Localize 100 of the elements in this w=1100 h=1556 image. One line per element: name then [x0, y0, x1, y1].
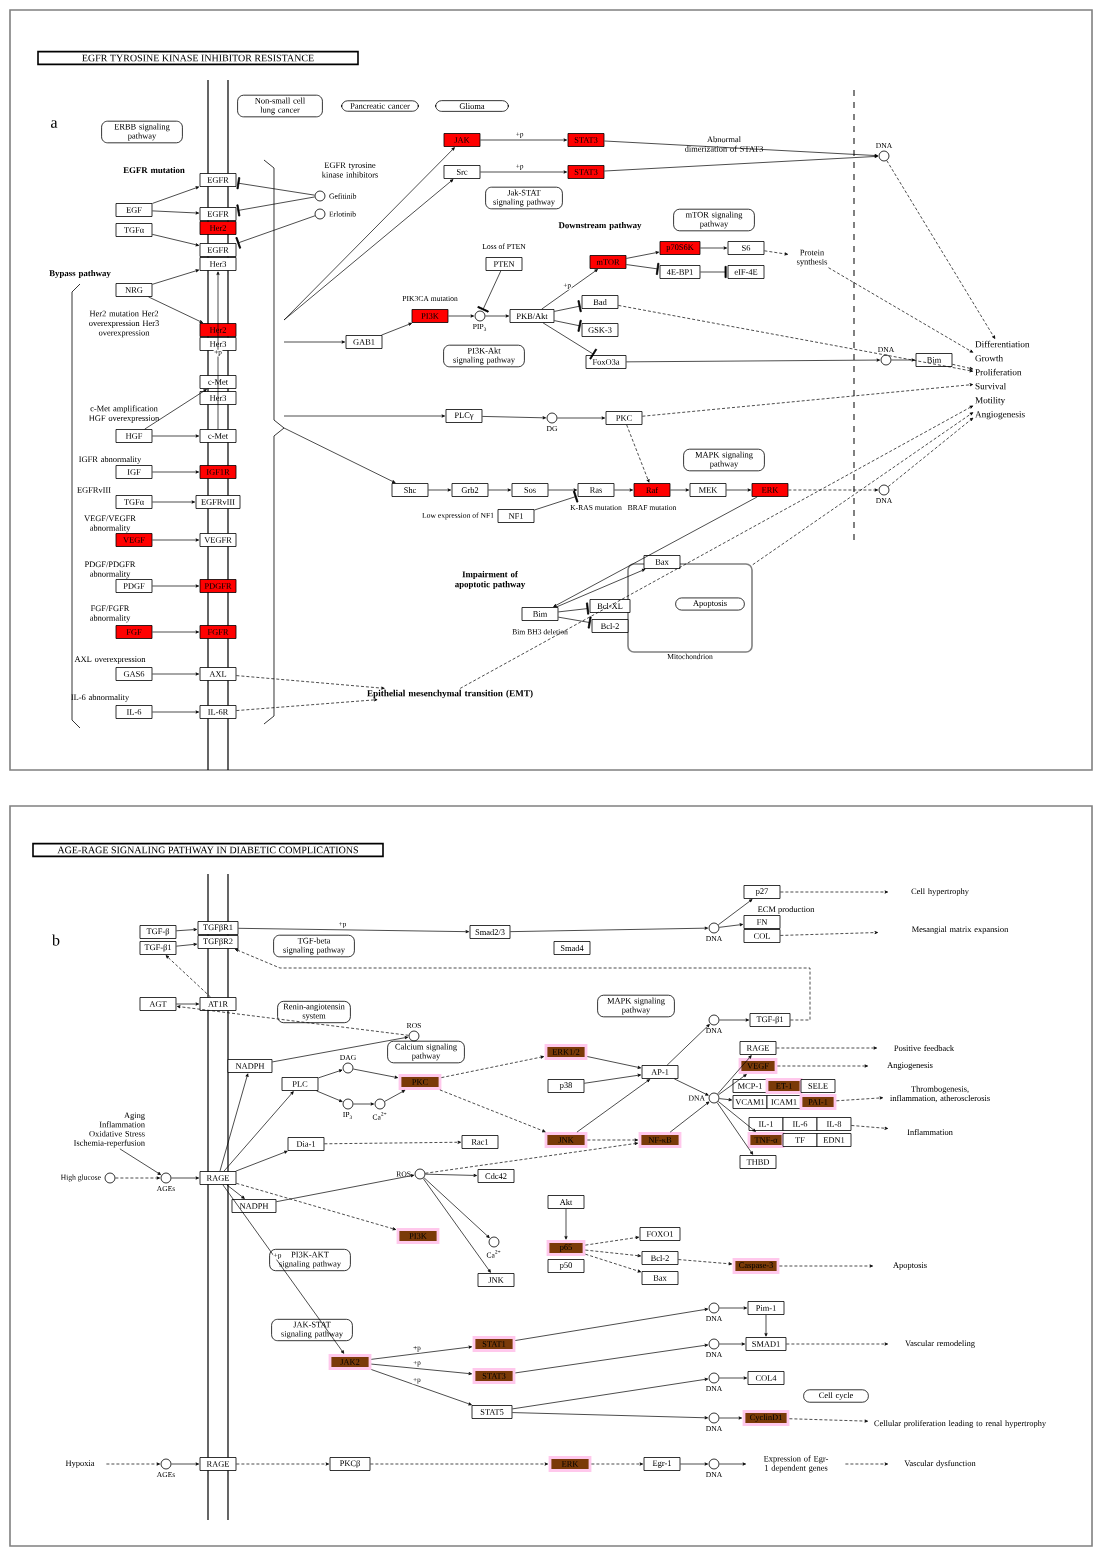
arrow [788, 488, 879, 492]
arrow [441, 1055, 545, 1078]
arrow [779, 1264, 874, 1268]
arrow [276, 1174, 415, 1203]
arrow [789, 1418, 869, 1423]
arrow [176, 942, 198, 947]
arrow [718, 1074, 747, 1096]
arrow [384, 1090, 406, 1102]
arrow [717, 1055, 752, 1095]
arrow [152, 210, 200, 215]
arrow [480, 170, 568, 174]
arrow [585, 1253, 642, 1273]
arrow [144, 389, 207, 430]
arrow [352, 1068, 399, 1079]
arrow [700, 266, 727, 278]
arrow [477, 270, 502, 313]
arrow [564, 1208, 568, 1240]
arrow [236, 675, 385, 690]
arrow [718, 899, 753, 926]
arrow [152, 710, 200, 714]
arrow [236, 196, 316, 217]
arrow [515, 1307, 709, 1341]
arrow [719, 1376, 748, 1380]
arrow [152, 234, 200, 247]
arrow [512, 1412, 709, 1420]
arrow [828, 267, 974, 353]
arrow [283, 179, 454, 321]
arrow [585, 1236, 640, 1246]
arrow [283, 147, 455, 321]
arrow [283, 340, 346, 344]
arrow [236, 1462, 330, 1466]
arrow [555, 568, 646, 608]
arrow [318, 1069, 343, 1079]
arrow [176, 1005, 409, 1036]
arrow [851, 1125, 889, 1130]
arrow [485, 314, 510, 318]
arrow [587, 1056, 642, 1069]
arrow [512, 1377, 709, 1410]
arrow [448, 314, 475, 318]
arrow [152, 434, 200, 438]
arrow [719, 1306, 748, 1310]
arrow [115, 1176, 161, 1180]
arrow [591, 1462, 644, 1466]
text-label: a [51, 120, 58, 128]
arrow [219, 1073, 249, 1172]
arrow [238, 927, 470, 934]
arrow [171, 1462, 200, 1466]
arrow [223, 1091, 294, 1172]
arrow [719, 1342, 746, 1346]
arrow [719, 1018, 750, 1022]
arrow [423, 1177, 490, 1239]
arrow [553, 496, 758, 608]
arrow [422, 1178, 491, 1273]
arrow [171, 1176, 200, 1180]
arrow [780, 890, 889, 894]
arrow [764, 1314, 768, 1337]
arrow [719, 923, 744, 928]
arrow [510, 926, 709, 932]
arrow [353, 1102, 375, 1106]
arrow [626, 358, 881, 363]
arrow [324, 1140, 462, 1145]
arrow [886, 160, 996, 339]
arrow [176, 1002, 200, 1006]
arrow [542, 322, 598, 360]
arrow [717, 1101, 756, 1132]
arrow [626, 251, 660, 259]
arrow [584, 1073, 642, 1084]
arrow [152, 672, 200, 676]
arrow [557, 416, 606, 420]
arrow [428, 488, 452, 492]
arrow [604, 154, 879, 172]
arrow [370, 1462, 549, 1466]
arrow [283, 427, 396, 484]
arrow [786, 1342, 889, 1346]
arrow [152, 269, 200, 285]
arrow [152, 500, 196, 504]
arrow [626, 262, 660, 275]
arrow [482, 416, 547, 420]
arrow [216, 271, 220, 430]
arrow [558, 602, 590, 615]
arrow [176, 928, 198, 932]
arrow [459, 405, 974, 689]
arrow [604, 140, 879, 158]
arrow [119, 1148, 161, 1175]
arrow [425, 1142, 639, 1174]
arrow [845, 1462, 889, 1466]
arrow [777, 1064, 869, 1068]
arrow [548, 488, 578, 492]
arrow [236, 1183, 397, 1231]
arrow [316, 1090, 343, 1102]
arrow [148, 296, 204, 324]
arrow [554, 319, 582, 332]
arrow [666, 1024, 710, 1066]
arrow [952, 363, 974, 370]
arrow [776, 1046, 878, 1050]
arrow [614, 488, 634, 492]
arrow [381, 322, 412, 336]
arrow [488, 488, 512, 492]
arrow [719, 1416, 743, 1420]
arrow [165, 955, 211, 998]
